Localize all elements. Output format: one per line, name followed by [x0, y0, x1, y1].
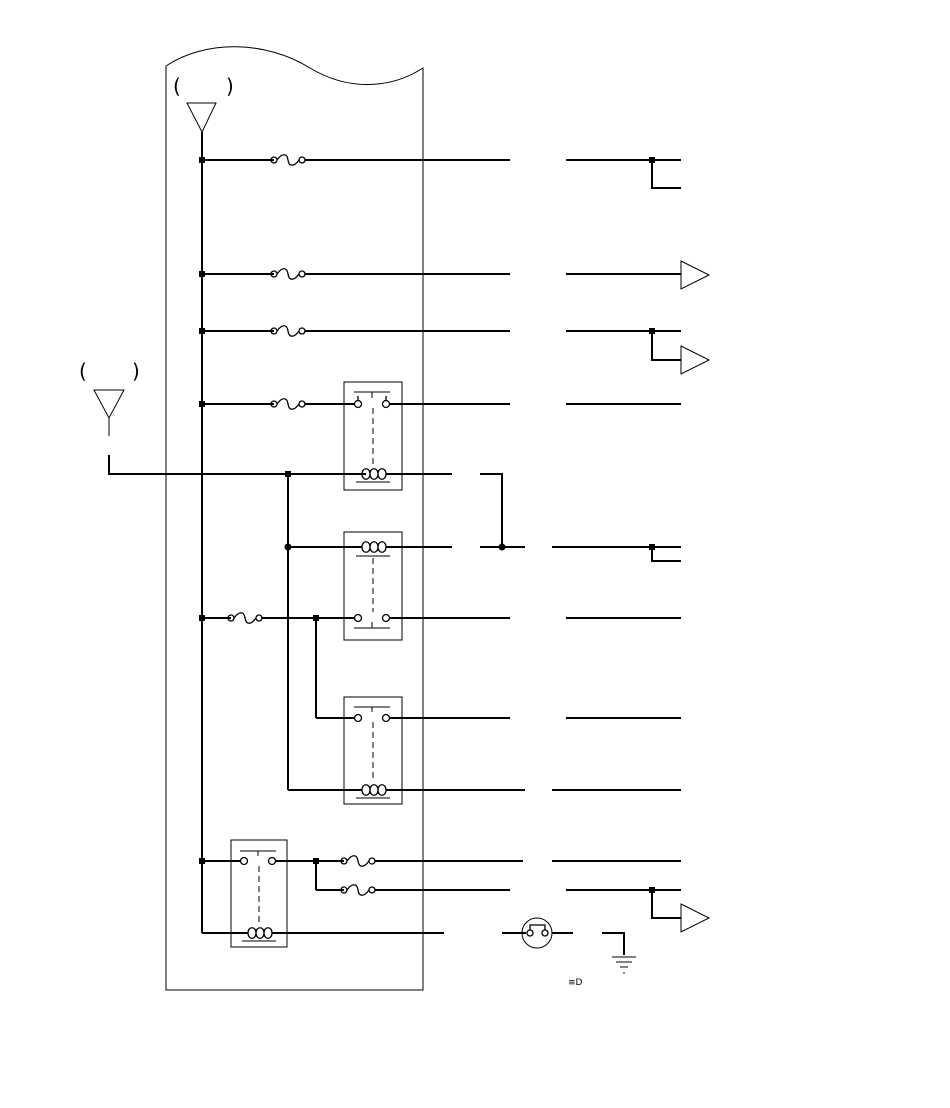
fuse-icon	[340, 855, 376, 867]
fuse-box-outline	[165, 46, 424, 991]
circuit-row-3	[202, 325, 711, 375]
ground-icon	[612, 956, 636, 974]
relay-contact-icon	[239, 850, 277, 866]
circuit-row-1	[202, 154, 681, 189]
relay-1	[343, 381, 403, 491]
output-arrow-icon	[680, 903, 711, 933]
relay-3	[343, 696, 403, 805]
power-label-right: )	[226, 74, 234, 98]
circuit-row-2	[202, 260, 711, 290]
relay-coil-icon	[356, 468, 390, 483]
ignition-input: ( )	[79, 359, 366, 475]
fuse-icon	[340, 884, 376, 896]
headlamp-symbol: ≡D	[568, 978, 583, 988]
circuit-row-4	[202, 398, 681, 410]
fuse-icon	[270, 154, 306, 166]
output-arrow-icon	[680, 345, 711, 375]
power-supply-input: ( )	[173, 74, 234, 134]
circuit-row-6	[202, 612, 681, 718]
ignition-wire	[108, 455, 366, 475]
fuse-icon	[270, 398, 306, 410]
fuse-icon	[270, 268, 306, 280]
junction-dots	[199, 157, 655, 893]
relay-coil-icon	[356, 541, 390, 557]
ignition-label-left: (	[79, 359, 87, 383]
relay-contact-icon	[353, 613, 391, 629]
relay-coil-icon	[242, 927, 276, 942]
relay-contact-icon	[353, 391, 391, 409]
ignition-label-right: )	[132, 359, 140, 383]
relay-4	[230, 839, 288, 948]
bulb-icon	[521, 917, 553, 949]
output-arrow-icon	[680, 260, 711, 290]
link-wire	[480, 473, 503, 546]
fuse-icon	[270, 325, 306, 337]
relay-coil-icon	[356, 784, 390, 799]
input-arrow-icon	[186, 102, 217, 134]
power-label-left: (	[173, 74, 181, 98]
relay-2	[343, 531, 403, 641]
relay-contact-icon	[353, 706, 391, 723]
input-arrow-icon	[93, 389, 125, 420]
fuse-icon	[227, 612, 263, 624]
